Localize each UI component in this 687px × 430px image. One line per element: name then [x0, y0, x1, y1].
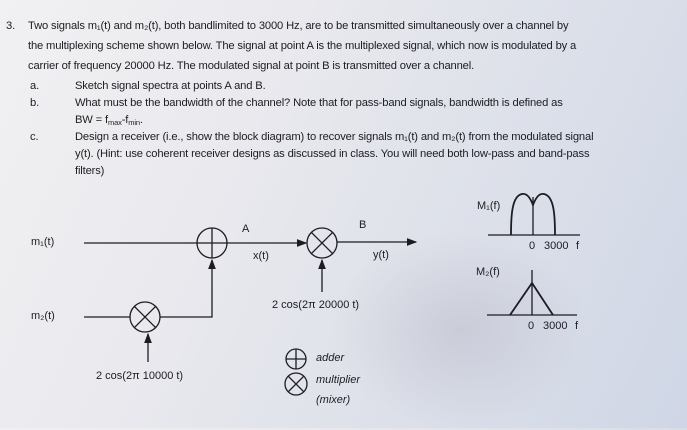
adder-symbol	[196, 227, 228, 259]
m1-spectrum-plot	[488, 193, 580, 236]
m1-spectrum-label: M₁(f)	[477, 200, 501, 212]
part-a-letter: a.	[30, 80, 40, 92]
yt-label: y(t)	[373, 249, 389, 261]
paper-shadow	[330, 230, 590, 430]
part-c-line-3: filters)	[75, 165, 105, 177]
m1-tick-3000: 3000	[544, 240, 569, 252]
point-b-label: B	[359, 219, 367, 231]
part-c-line-2: y(t). (Hint: use coherent receiver desig…	[75, 148, 590, 160]
m2-tick-0: 0	[528, 320, 535, 332]
input-m2-label: m₂(t)	[31, 310, 55, 322]
m1-axis-label: f	[576, 240, 580, 252]
multiplier-symbol-1	[129, 301, 161, 333]
part-b-letter: b.	[30, 97, 40, 109]
m2-tick-3000: 3000	[543, 320, 568, 332]
part-c-letter: c.	[30, 131, 39, 143]
intro-line-3: carrier of frequency 20000 Hz. The modul…	[28, 60, 475, 72]
m2-spectrum-label: M₂(f)	[476, 266, 500, 278]
multiplier-legend-icon	[284, 372, 308, 396]
m2-axis-label: f	[575, 320, 579, 332]
legend-adder-label: adder	[316, 352, 345, 364]
legend-mixer-label: (mixer)	[316, 394, 351, 406]
legend-multiplier-label: multiplier	[316, 374, 361, 386]
m2-spectrum-plot	[487, 270, 577, 316]
adder-legend-icon	[285, 348, 307, 370]
intro-line-1: Two signals m₁(t) and m₂(t), both bandli…	[28, 20, 569, 32]
m1-tick-0: 0	[529, 240, 536, 252]
carrier-20000-label: 2 cos(2π 20000 t)	[272, 299, 360, 311]
point-a-label: A	[242, 223, 250, 235]
problem-number: 3.	[6, 20, 16, 32]
part-a-text: Sketch signal spectra at points A and B.	[75, 80, 266, 92]
bw-formula: BW = fmax-fmin.	[75, 114, 143, 127]
part-b-text: What must be the bandwidth of the channe…	[75, 97, 563, 109]
intro-line-2: the multiplexing scheme shown below. The…	[28, 40, 577, 52]
carrier-10000-label: 2 cos(2π 10000 t)	[96, 370, 184, 382]
multiplier-symbol-2	[306, 227, 338, 259]
part-c-line-1: Design a receiver (i.e., show the block …	[75, 131, 594, 143]
xt-label: x(t)	[253, 250, 269, 262]
input-m1-label: m₁(t)	[31, 236, 55, 248]
